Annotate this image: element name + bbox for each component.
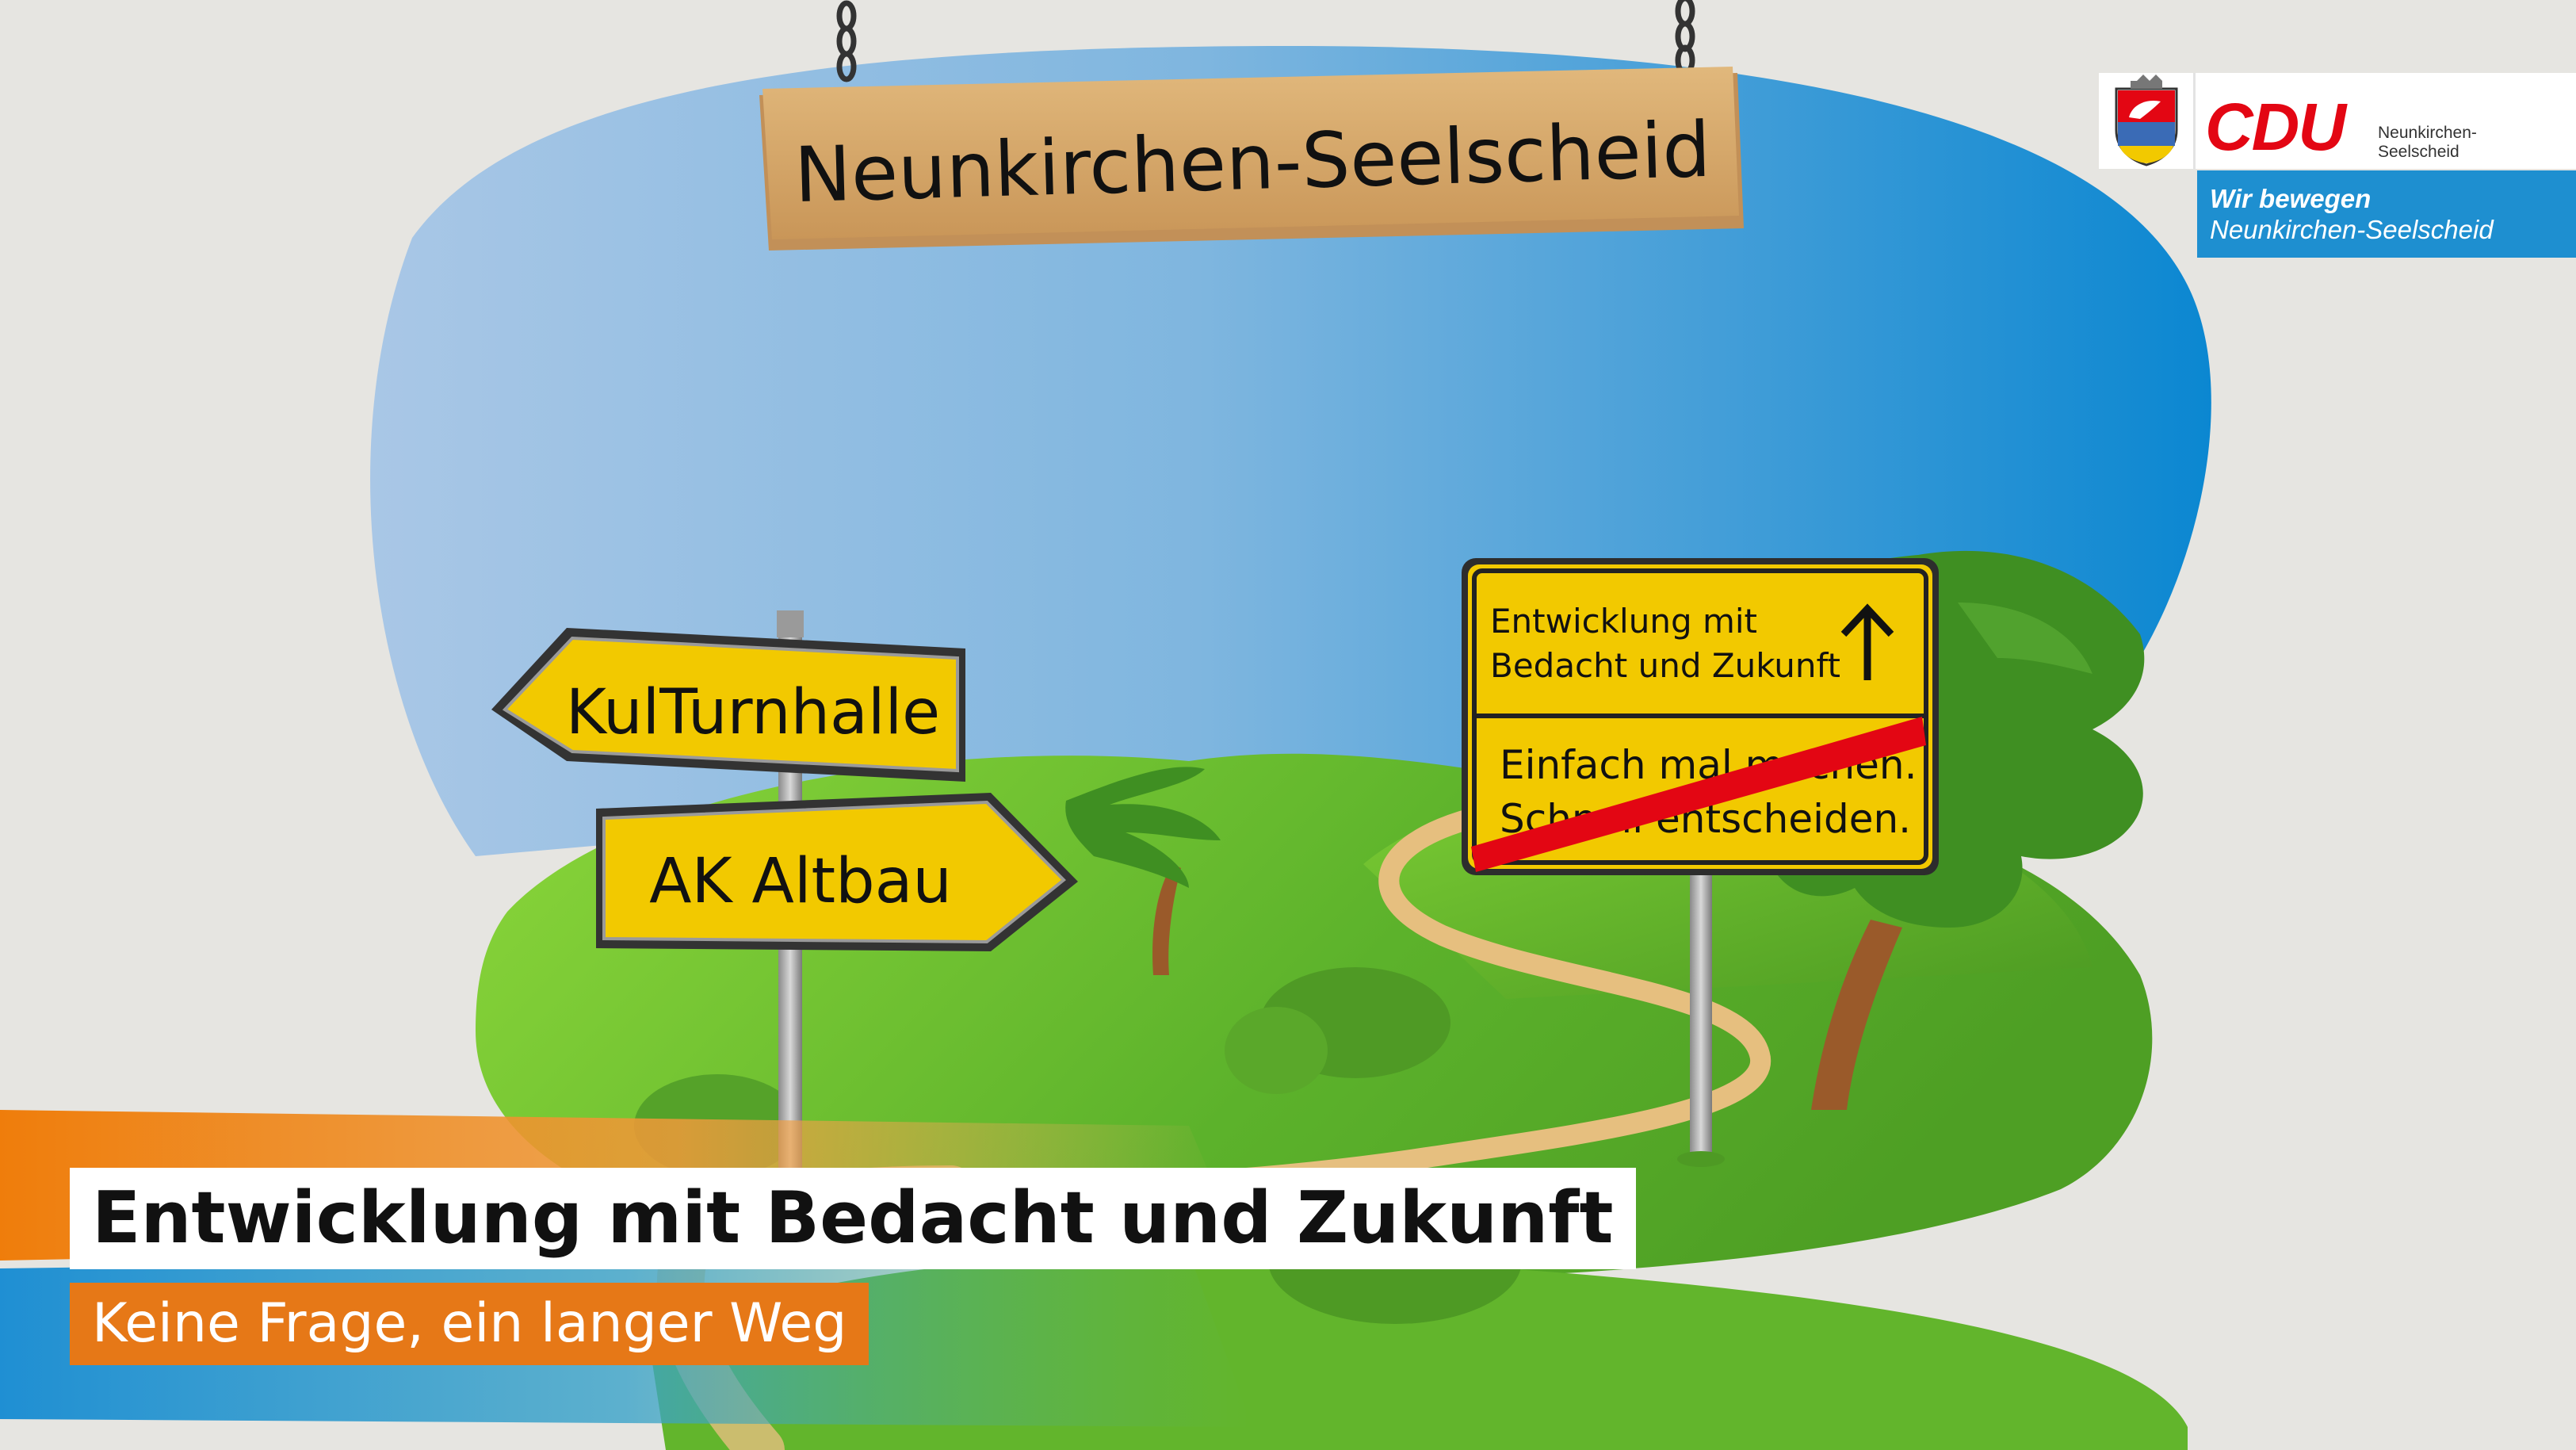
sign-chain-left — [836, 0, 857, 82]
headline: Entwicklung mit Bedacht und Zukunft — [70, 1168, 1636, 1269]
tree-small — [1065, 767, 1221, 975]
coat-of-arms-icon — [2099, 73, 2196, 169]
town-sign-top-line1: Entwicklung mit — [1490, 602, 1757, 641]
arrow-up-icon — [1840, 603, 1894, 680]
direction-sign-kulturnhalle: KulTurnhalle — [491, 628, 965, 782]
direction-sign-ak-altbau: AK Altbau — [596, 793, 1078, 951]
sign-label-ak-altbau: AK Altbau — [649, 846, 952, 917]
sign-label-kulturnhalle: KulTurnhalle — [566, 677, 940, 748]
town-sign-top-line2: Bedacht und Zukunft — [1490, 646, 1840, 685]
slogan-box: Wir bewegen Neunkirchen-Seelscheid — [2197, 170, 2576, 258]
cdu-wordmark: CDU — [2205, 90, 2346, 164]
cdu-logo — [2099, 73, 2576, 169]
strike-through-bar — [1471, 717, 1926, 872]
bush — [1225, 1007, 1328, 1094]
sign-chain-right — [1675, 0, 1695, 76]
slogan-line1: Wir bewegen — [2210, 184, 2372, 213]
hanging-sign: Neunkirchen-Seelscheid — [759, 67, 1744, 251]
slogan-line2: Neunkirchen-Seelscheid — [2210, 215, 2494, 244]
subline: Keine Frage, ein langer Weg — [70, 1283, 869, 1365]
town-sign: Entwicklung mit Bedacht und Zukunft Einf… — [1462, 558, 1939, 875]
sign-pole-right — [1690, 872, 1712, 1157]
cdu-location: Neunkirchen- Seelscheid — [2378, 124, 2477, 161]
